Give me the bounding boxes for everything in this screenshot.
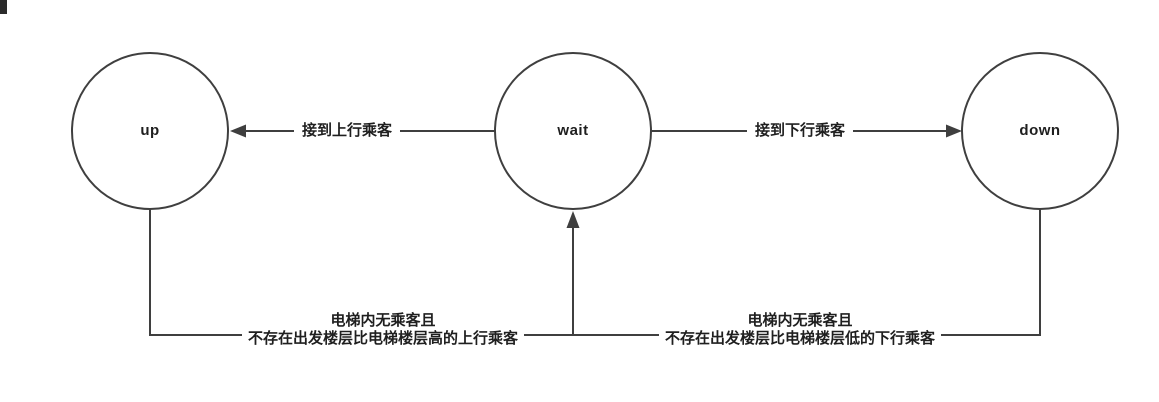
arrowhead-left-icon [230, 124, 246, 138]
window-corner-artifact [0, 0, 7, 14]
edge-wait-to-down-label: 接到下行乘客 [746, 122, 854, 140]
arrowhead-up-icon [566, 211, 580, 228]
edge-up-to-wait-label: 电梯内无乘客且 不存在出发楼层比电梯楼层高的上行乘客 [241, 311, 525, 349]
state-down-label: down [1019, 122, 1061, 139]
edge-wait-to-up-label: 接到上行乘客 [293, 122, 401, 140]
state-up-circle [71, 52, 229, 210]
edge-up-to-wait-label-line1: 电梯内无乘客且 [330, 312, 436, 329]
arrowhead-right-icon [946, 124, 962, 138]
state-wait-label: wait [557, 122, 589, 139]
edge-down-to-wait-label: 电梯内无乘客且 不存在出发楼层比电梯楼层低的下行乘客 [658, 311, 942, 349]
state-wait-circle [494, 52, 652, 210]
state-up-label: up [140, 122, 160, 139]
state-down-circle [961, 52, 1119, 210]
edge-down-to-wait-label-line2: 不存在出发楼层比电梯楼层低的下行乘客 [664, 330, 936, 347]
edge-up-to-wait-label-line2: 不存在出发楼层比电梯楼层高的上行乘客 [247, 330, 519, 347]
edge-down-to-wait-label-line1: 电梯内无乘客且 [747, 312, 853, 329]
